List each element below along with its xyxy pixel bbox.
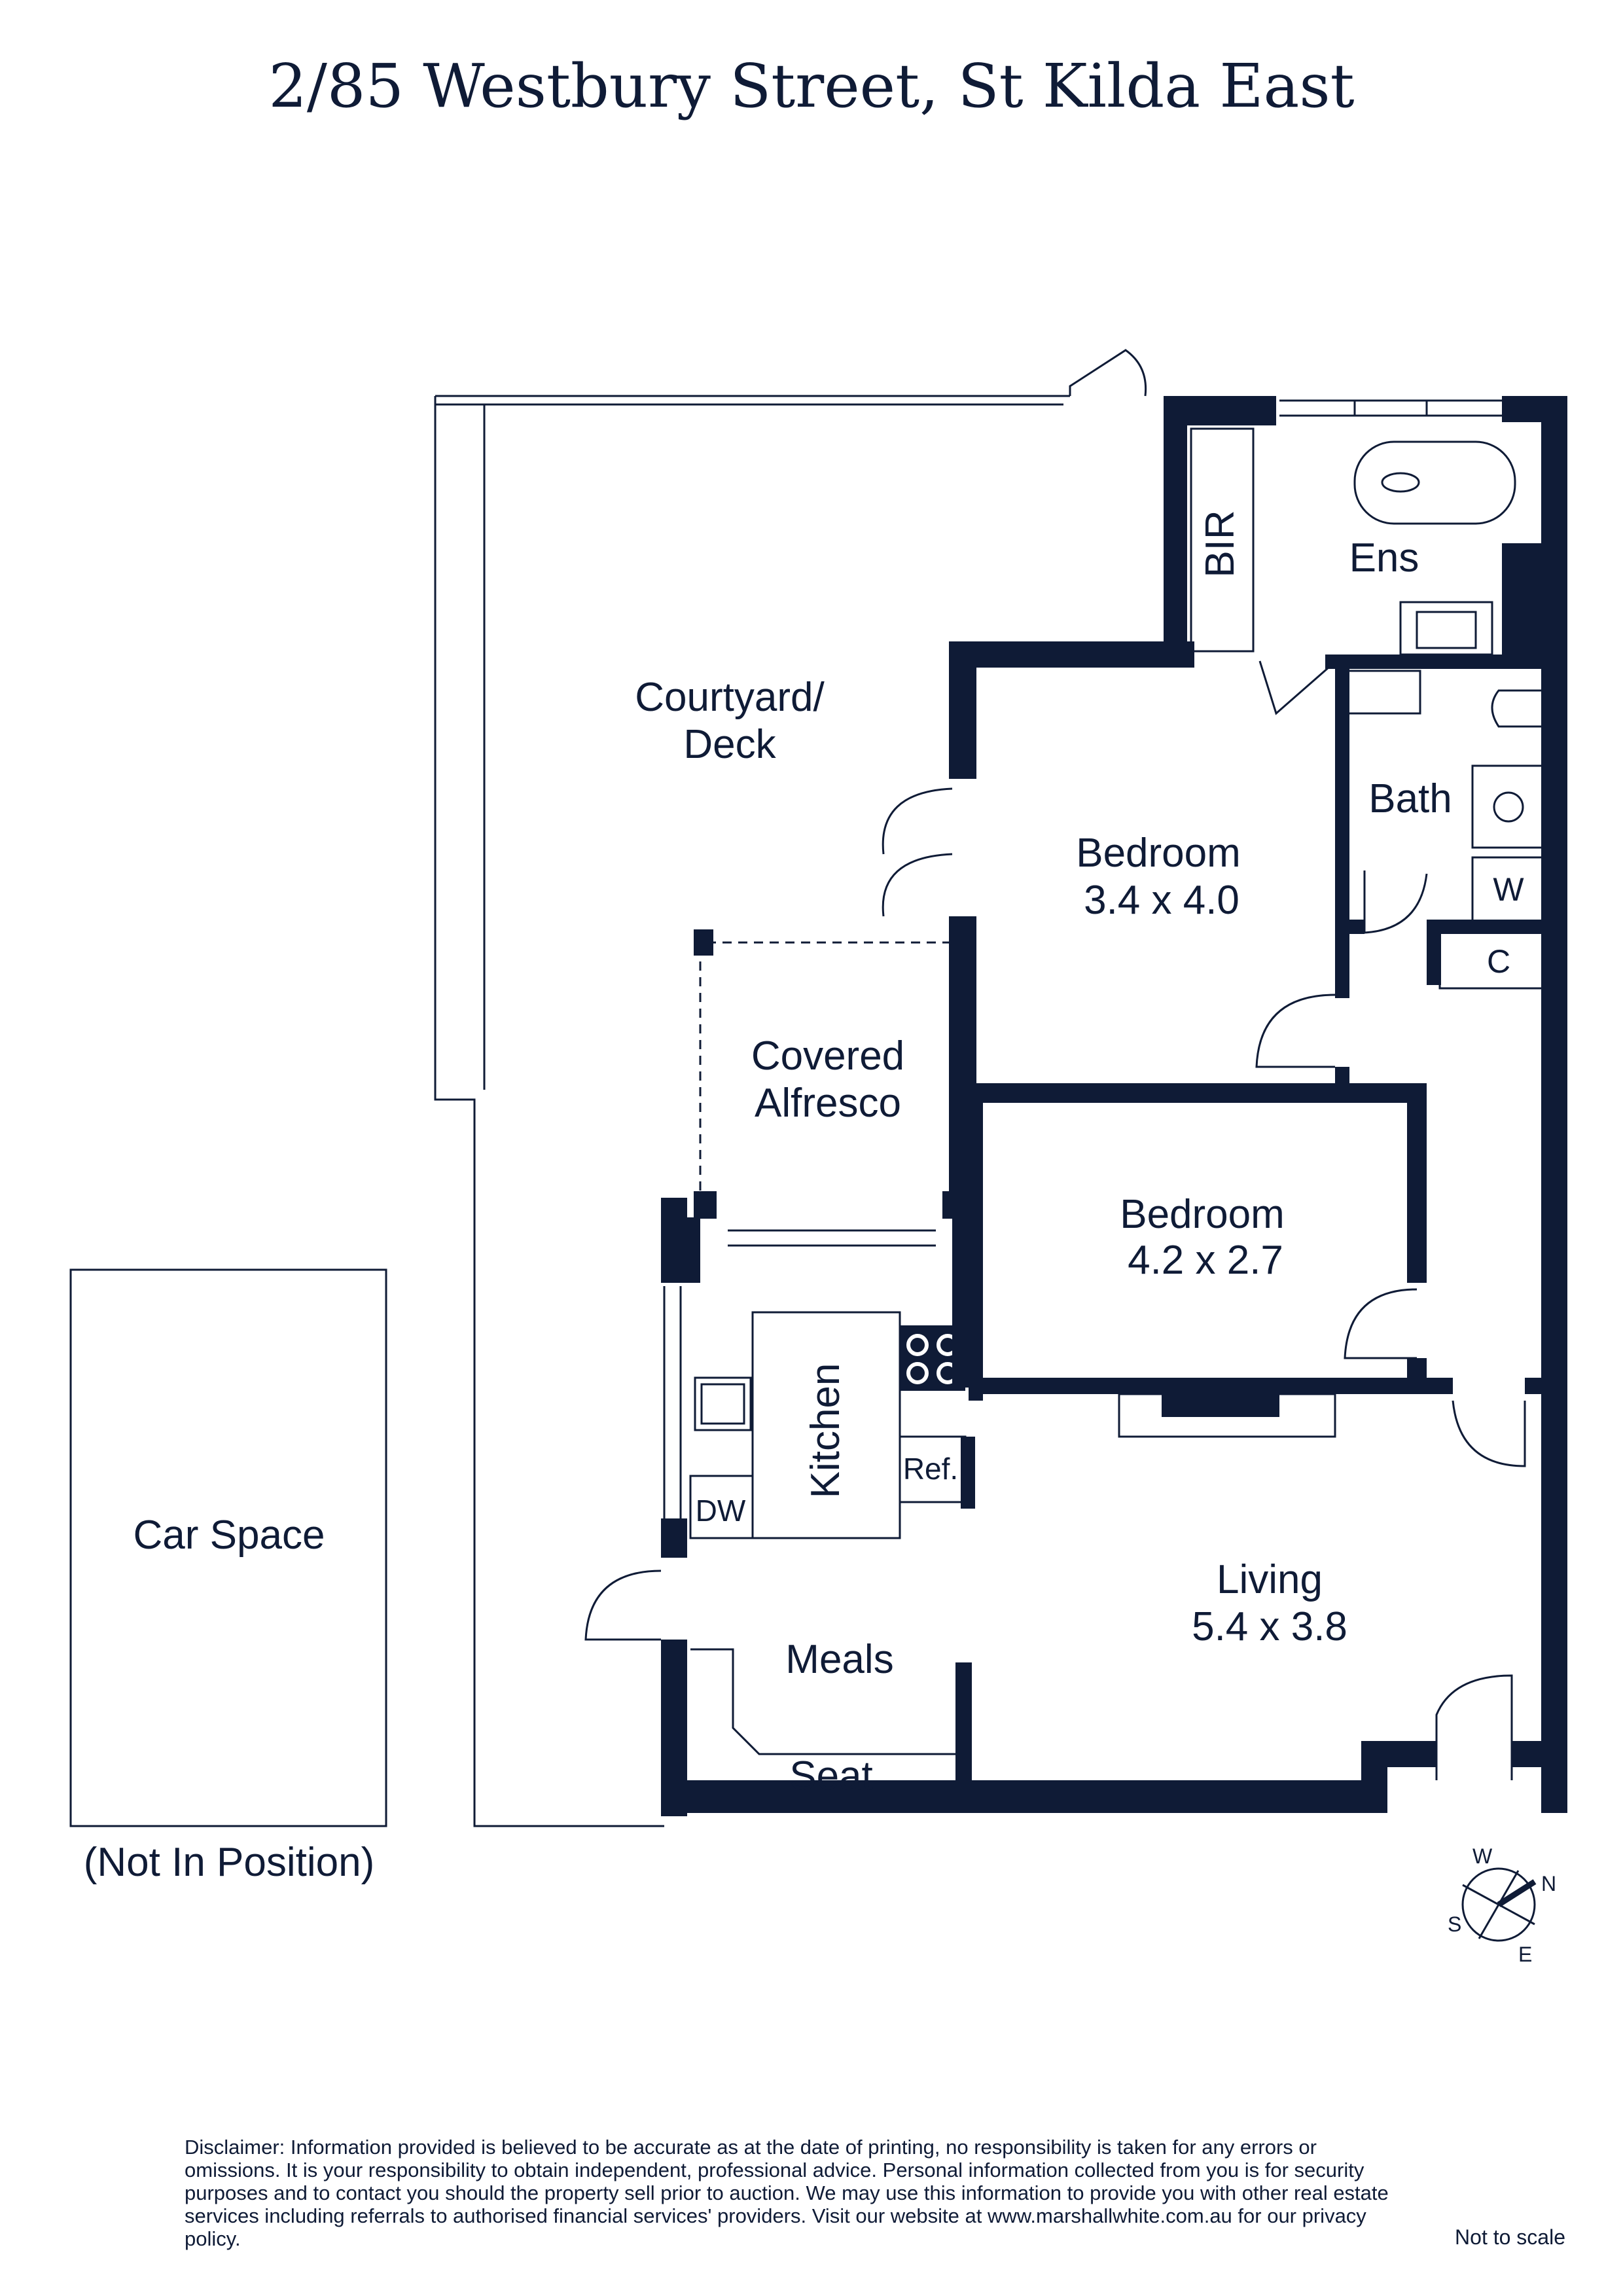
- seat-label: Seat: [789, 1753, 873, 1799]
- page-title: 2/85 Westbury Street, St Kilda East: [268, 51, 1355, 121]
- meals-label: Meals: [785, 1637, 894, 1682]
- c-label: C: [1486, 943, 1511, 980]
- living-dims: 5.4 x 3.8: [1192, 1604, 1347, 1649]
- living-door: [1452, 1400, 1526, 1467]
- car-space-outline: [69, 1268, 387, 1827]
- kitchen-window-top: [728, 1229, 936, 1247]
- bedroom1-door: [882, 787, 953, 917]
- bedroom1-dims: 3.4 x 4.0: [1084, 878, 1240, 923]
- kitchen-sink: [694, 1376, 752, 1431]
- ens-window: [1279, 399, 1502, 417]
- dw-label: DW: [695, 1494, 746, 1528]
- alfresco-label: Covered Alfresco: [751, 1033, 905, 1126]
- hall-door: [1255, 994, 1336, 1068]
- dw-unit: [689, 1475, 754, 1539]
- bedroom2-dims: 4.2 x 2.7: [1128, 1238, 1283, 1283]
- toilet: [1491, 689, 1541, 728]
- bath-label: Bath: [1368, 776, 1452, 821]
- bedroom1-name: Bedroom: [1076, 831, 1241, 876]
- ens-label: Ens: [1349, 535, 1419, 581]
- kitchen-window-side: [663, 1286, 682, 1518]
- disclaimer-text: Disclaimer: Information provided is beli…: [185, 2136, 1389, 2250]
- bedroom2-name: Bedroom: [1120, 1192, 1285, 1237]
- meals-seat: [690, 1648, 965, 1755]
- courtyard-label: Courtyard/ Deck: [635, 675, 825, 767]
- ens-door: [1258, 660, 1329, 715]
- courtyard-boundary: [434, 395, 1070, 1827]
- w-label: W: [1493, 871, 1524, 908]
- car-space-label: Car Space: [133, 1513, 325, 1558]
- rear-door: [1435, 1674, 1513, 1780]
- bir-label: BIR: [1198, 510, 1243, 578]
- compass-s: S: [1448, 1912, 1462, 1936]
- bathtub: [1353, 440, 1516, 525]
- compass-e: E: [1518, 1943, 1533, 1966]
- courtyard-gate-door: [1069, 349, 1147, 397]
- shower: [1471, 764, 1546, 849]
- kitchen-label: Kitchen: [803, 1363, 848, 1499]
- compass-rose: [1461, 1867, 1537, 1942]
- living-name: Living: [1217, 1557, 1323, 1602]
- ens-vanity: [1399, 601, 1493, 656]
- bir-panel: [1190, 427, 1255, 653]
- kitchen-island: [751, 1311, 901, 1539]
- ref-label: Ref.: [902, 1452, 959, 1486]
- compass-w: W: [1472, 1844, 1493, 1868]
- not-in-position-label: (Not In Position): [83, 1840, 375, 1885]
- meals-door: [584, 1570, 662, 1641]
- not-to-scale-note: Not to scale: [1455, 2225, 1565, 2249]
- compass-n: N: [1541, 1872, 1557, 1895]
- bedroom2-door: [1344, 1288, 1418, 1359]
- bath-door: [1363, 870, 1428, 934]
- bath-vanity: [1347, 670, 1421, 715]
